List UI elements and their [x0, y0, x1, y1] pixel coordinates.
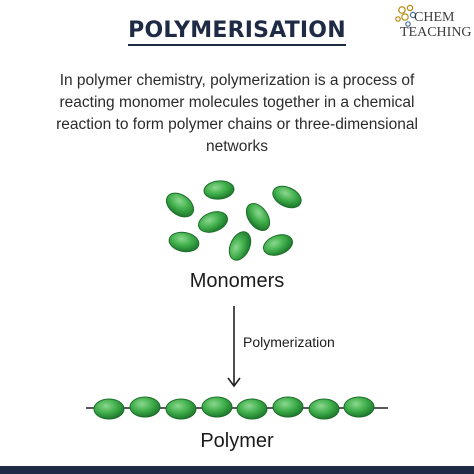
bottom-bar [0, 466, 474, 474]
monomer-bead [198, 211, 228, 233]
polymer-bead [272, 396, 304, 418]
logo-text-teaching: TEACHING [400, 25, 472, 40]
description-text: In polymer chemistry, polymerization is … [56, 72, 418, 155]
page-title: POLYMERISATION [0, 18, 474, 46]
polymer-bead [165, 398, 197, 420]
monomer-bead [168, 231, 200, 253]
monomer-bead [245, 203, 271, 231]
polymer-bead [93, 398, 125, 420]
polymerization-label: Polymerization [243, 334, 335, 350]
down-arrow-icon [227, 306, 241, 388]
molecule-logo-icon [395, 4, 417, 27]
polymer-bead [236, 398, 268, 420]
monomer-bead [203, 180, 235, 200]
monomer-bead [263, 234, 293, 256]
polymer-bead [201, 396, 233, 418]
polymer-bead [308, 398, 340, 420]
monomer-bead [165, 192, 195, 218]
monomer-cluster [165, 180, 302, 261]
monomers-label: Monomers [189, 270, 285, 292]
logo-text-chem: CHEM [414, 10, 455, 25]
monomer-bead [272, 185, 302, 209]
polymer-bead [343, 396, 375, 418]
polymer-chain [86, 396, 388, 420]
monomer-bead [228, 231, 252, 261]
chem-teaching-logo: CHEM TEACHING [394, 2, 474, 46]
polymer-bead [129, 396, 161, 418]
polymer-label: Polymer [200, 430, 274, 452]
